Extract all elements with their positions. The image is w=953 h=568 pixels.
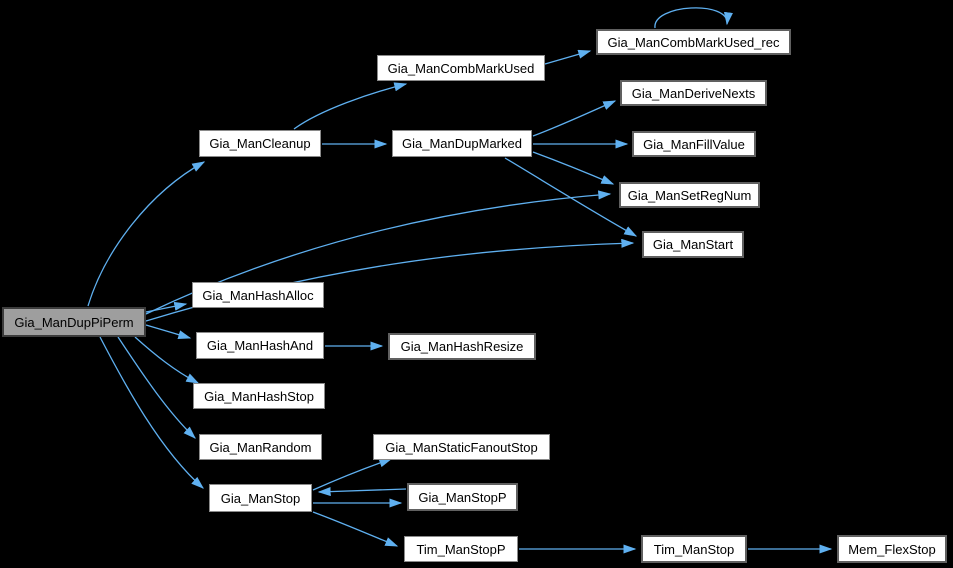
edge-cleanup-to-combmarkused — [293, 82, 408, 130]
edge-duppiperm-to-hashstop — [134, 336, 200, 384]
node-gia-manhashalloc[interactable]: Gia_ManHashAlloc — [192, 282, 324, 308]
edge-stop-to-staticfanoutstop — [312, 458, 393, 491]
edge-combmarkused-to-rec — [544, 49, 592, 65]
node-gia-manhashand[interactable]: Gia_ManHashAnd — [196, 332, 324, 359]
node-gia-manstart[interactable]: Gia_ManStart — [642, 231, 744, 258]
edge-dupmarked-to-setregnum — [532, 151, 615, 185]
node-gia-manderivenexts[interactable]: Gia_ManDeriveNexts — [620, 80, 767, 106]
node-gia-mancleanup[interactable]: Gia_ManCleanup — [199, 130, 321, 157]
edge-duppiperm-to-cleanup — [87, 161, 206, 307]
edge-rec-self-loop — [654, 7, 733, 29]
node-gia-manstaticfanoutstop[interactable]: Gia_ManStaticFanoutStop — [373, 434, 550, 460]
edge-stop-to-timmanstopp — [312, 511, 399, 547]
node-gia-manrandom[interactable]: Gia_ManRandom — [199, 434, 322, 460]
node-gia-manhashresize[interactable]: Gia_ManHashResize — [388, 333, 536, 360]
edge-duppiperm-to-random — [117, 336, 196, 439]
node-gia-mancombmarkused-rec[interactable]: Gia_ManCombMarkUsed_rec — [596, 29, 791, 55]
node-gia-mandupmarked[interactable]: Gia_ManDupMarked — [392, 130, 532, 157]
node-gia-mansetregnum[interactable]: Gia_ManSetRegNum — [619, 182, 760, 208]
node-gia-manstopp[interactable]: Gia_ManStopP — [407, 483, 518, 511]
node-gia-mancombmarkused[interactable]: Gia_ManCombMarkUsed — [377, 55, 545, 81]
node-gia-manstop[interactable]: Gia_ManStop — [209, 484, 312, 512]
node-gia-manhashstop[interactable]: Gia_ManHashStop — [193, 383, 325, 409]
edge-duppiperm-to-stop — [99, 336, 204, 489]
edge-duppiperm-to-hashand — [145, 324, 192, 340]
edge-stopp-to-stop — [317, 487, 407, 497]
node-tim-manstop[interactable]: Tim_ManStop — [641, 535, 747, 563]
edge-duppiperm-to-hashalloc — [145, 301, 188, 313]
edge-dupmarked-to-start — [504, 157, 638, 237]
edge-dupmarked-to-derivenexts — [532, 100, 617, 137]
node-gia-manfillvalue[interactable]: Gia_ManFillValue — [632, 131, 756, 157]
node-mem-flexstop[interactable]: Mem_FlexStop — [837, 535, 947, 563]
node-tim-manstopp[interactable]: Tim_ManStopP — [404, 536, 518, 562]
node-gia-manduppiperm[interactable]: Gia_ManDupPiPerm — [2, 307, 146, 337]
